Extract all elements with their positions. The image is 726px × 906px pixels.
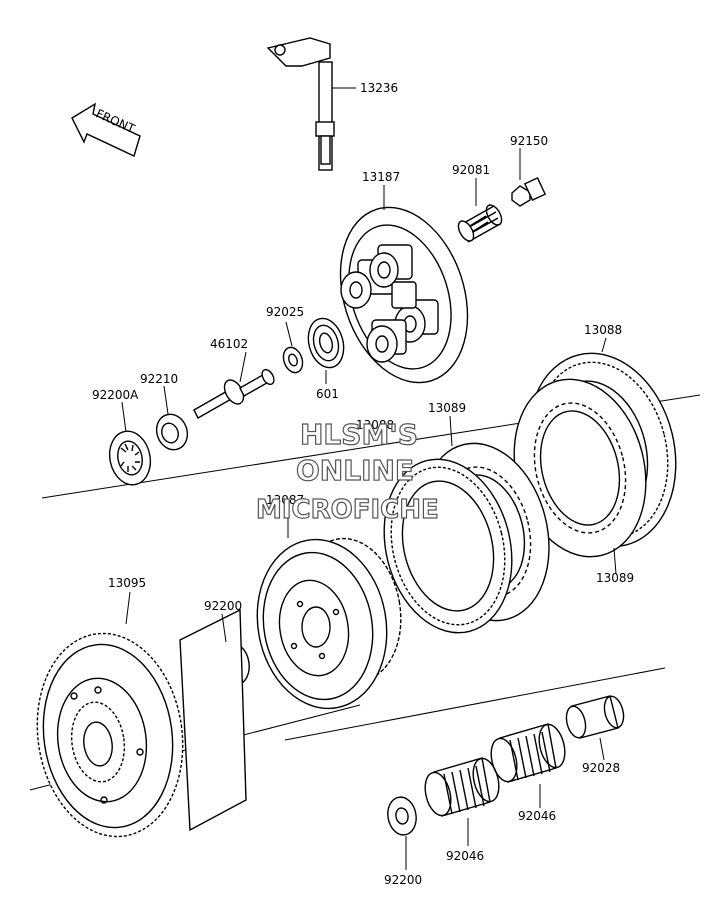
watermark-line-3: MICROFICHE	[256, 495, 439, 525]
watermark: HLSM'S ONLINE MICROFICHE	[255, 417, 439, 525]
clutch-spring	[457, 204, 503, 243]
label-92046-left: 92046	[446, 849, 484, 863]
label-13089-bottom: 13089	[596, 571, 634, 585]
part-number-labels: 13236 92150 92081 13187 92025 46102 601 …	[92, 81, 634, 887]
push-rod	[193, 368, 275, 419]
watermark-line-1: HLSM'S	[300, 418, 418, 451]
label-92200-lower: 92200	[384, 873, 422, 887]
watermark-line-2: ONLINE	[296, 454, 414, 487]
label-92210: 92210	[140, 372, 178, 386]
label-92025: 92025	[266, 305, 304, 319]
label-46102: 46102	[210, 337, 248, 351]
thrust-washer-lower	[387, 796, 417, 836]
label-92200A: 92200A	[92, 388, 139, 402]
label-13095: 13095	[108, 576, 146, 590]
clutch-hub	[256, 537, 402, 710]
label-13088-top: 13088	[584, 323, 622, 337]
label-13089-top: 13089	[428, 401, 466, 415]
label-92081: 92081	[452, 163, 490, 177]
front-arrow-icon: FRONT	[71, 102, 141, 157]
friction-plate-front	[383, 458, 513, 634]
label-92046-right: 92046	[518, 809, 556, 823]
pressure-plate	[339, 206, 469, 384]
clutch-nut	[155, 413, 189, 451]
needle-bearing-right	[490, 723, 566, 783]
leader-lines	[121, 87, 617, 870]
label-13187: 13187	[362, 170, 400, 184]
sleeve-bushing	[565, 695, 625, 739]
clutch-release-lever	[266, 37, 335, 171]
label-13088-mid: 13088	[356, 418, 394, 432]
lock-washer	[108, 430, 152, 486]
label-13087: 13087	[266, 493, 304, 507]
needle-bearing-left	[424, 757, 500, 817]
clutch-housing	[36, 608, 247, 838]
label-92150: 92150	[510, 134, 548, 148]
bolt	[511, 176, 547, 207]
washer-92025	[282, 346, 304, 374]
label-92028: 92028	[582, 761, 620, 775]
ball-bearing	[307, 317, 345, 369]
label-92200-upper: 92200	[204, 599, 242, 613]
label-601: 601	[316, 387, 339, 401]
label-13236: 13236	[360, 81, 398, 95]
